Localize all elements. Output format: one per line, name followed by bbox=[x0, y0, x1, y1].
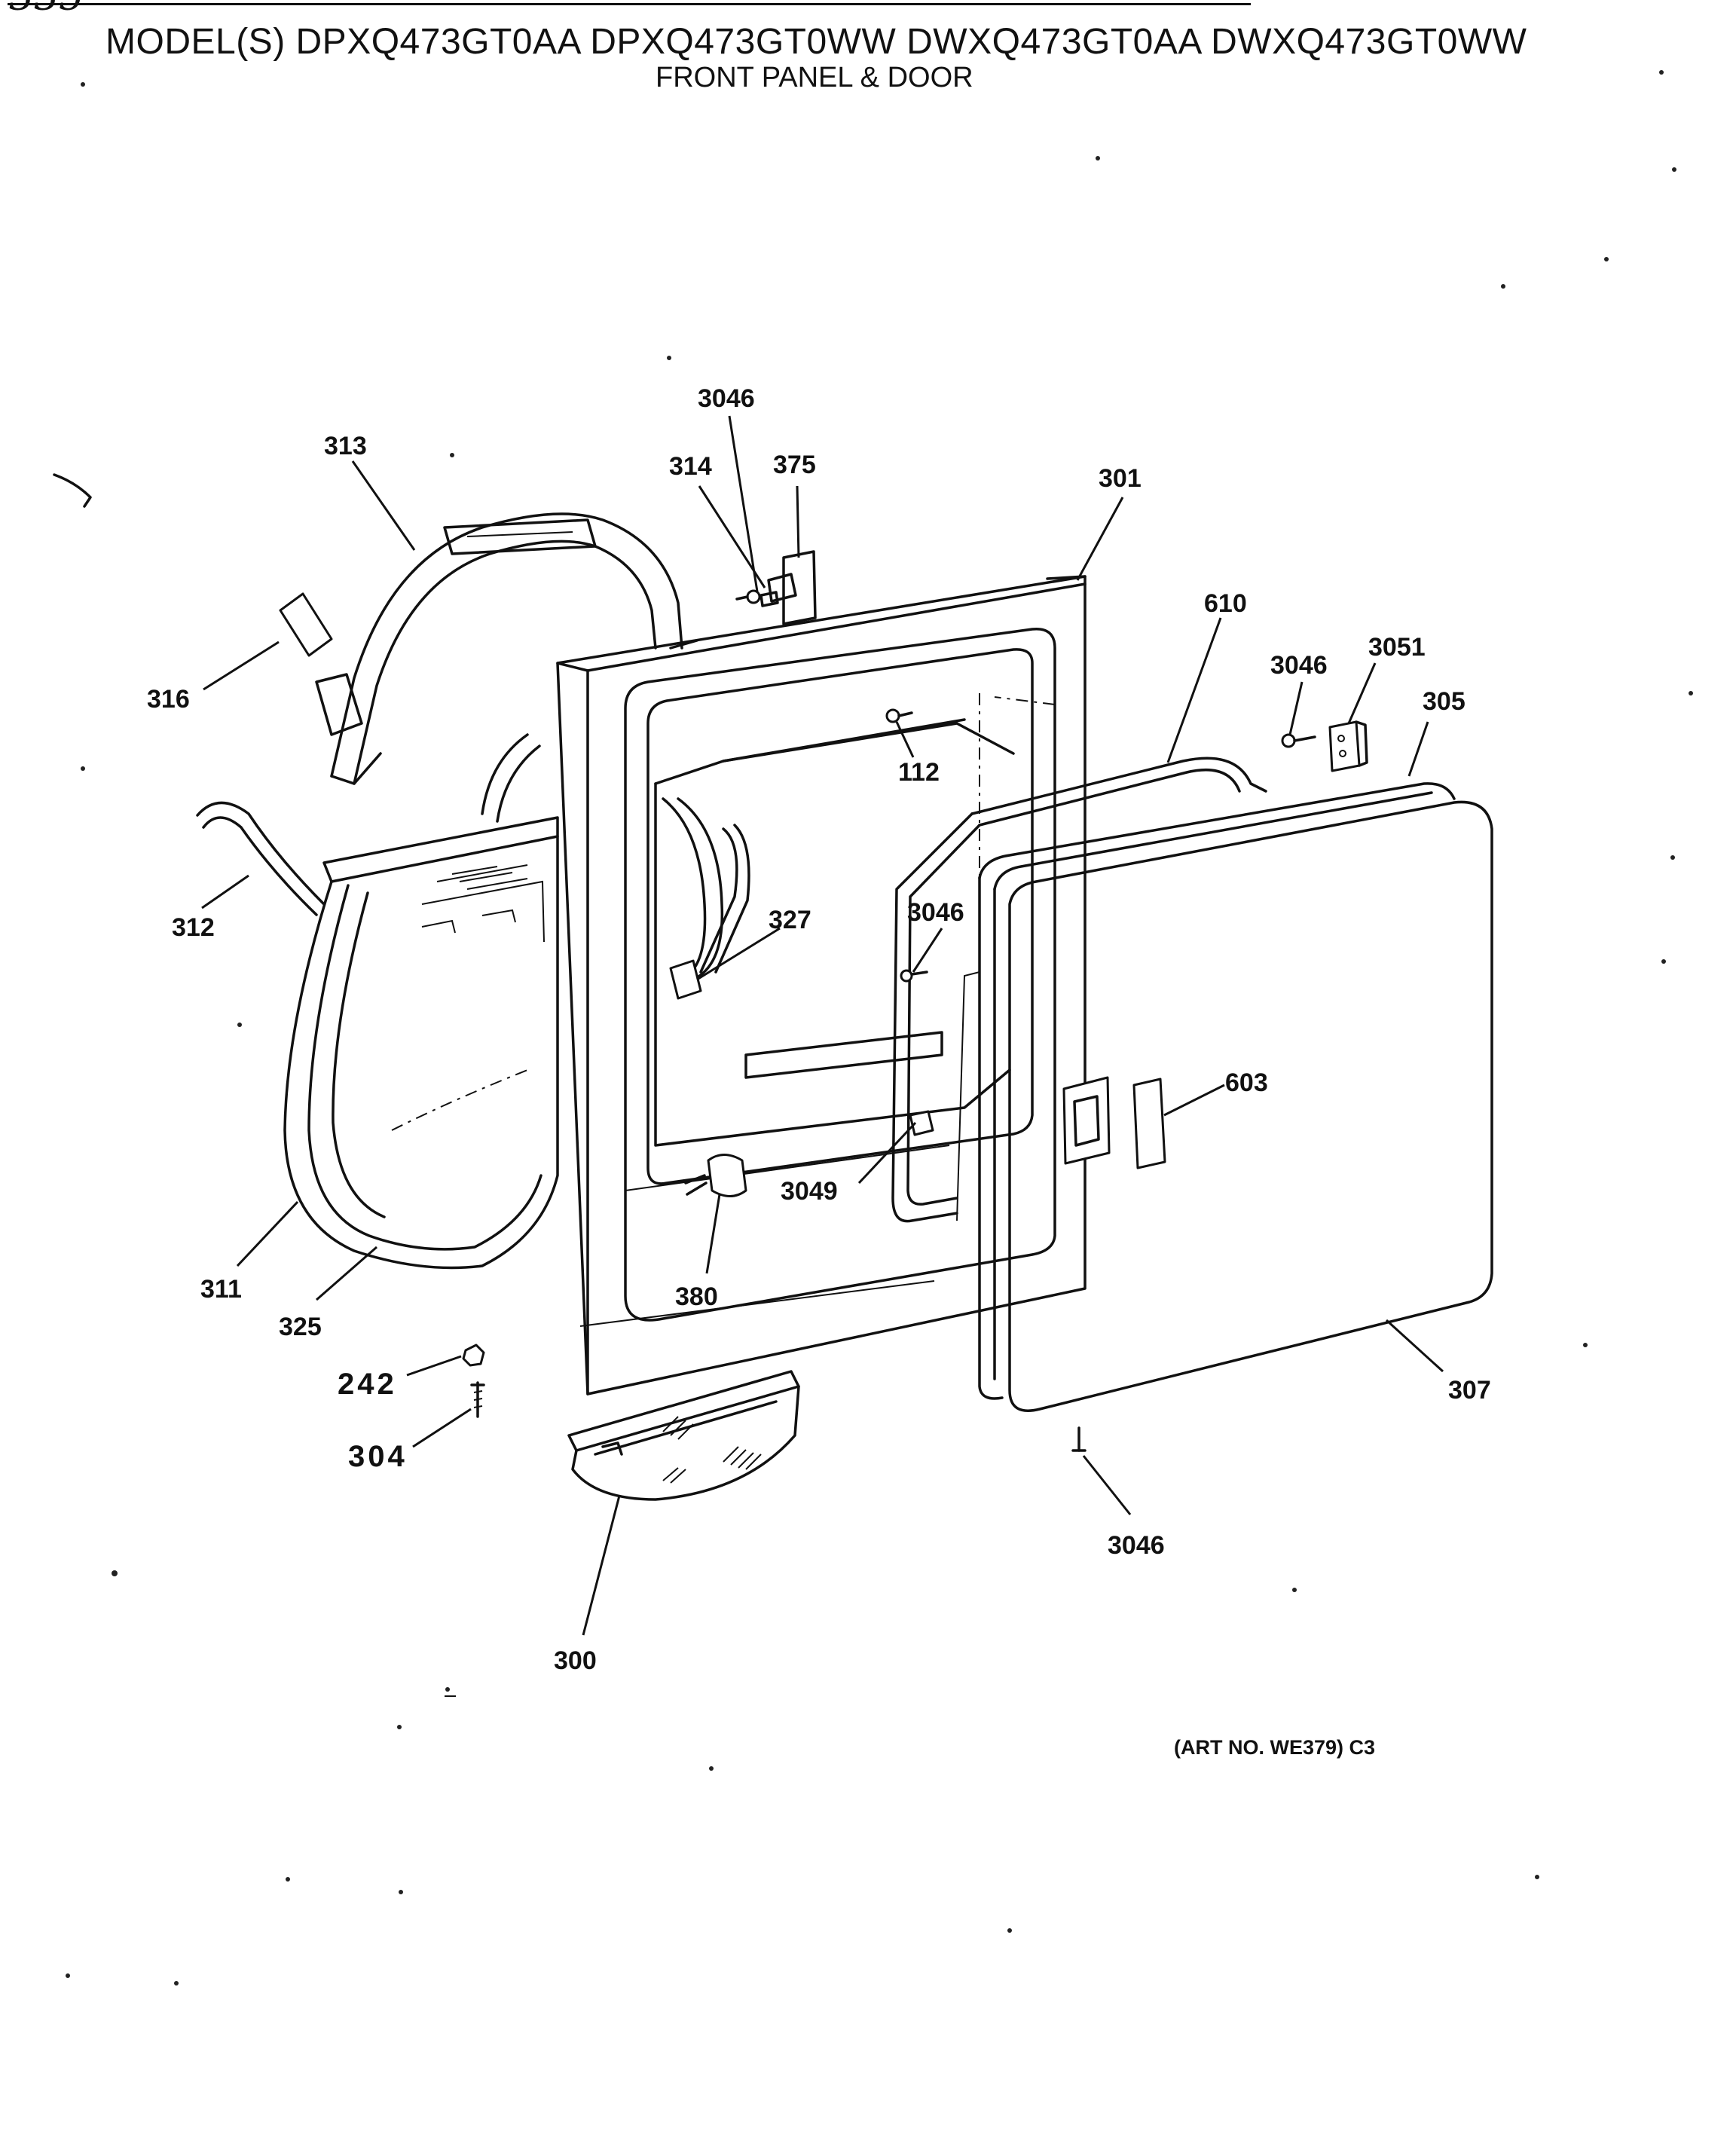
leader-314 bbox=[698, 485, 766, 588]
leader-3046-hinge bbox=[1288, 681, 1304, 735]
leader-312 bbox=[201, 874, 249, 909]
callout-327: 327 bbox=[769, 906, 811, 934]
callout-325: 325 bbox=[279, 1313, 322, 1341]
leader-3046-bottom bbox=[1082, 1455, 1132, 1515]
leader-242 bbox=[406, 1355, 462, 1377]
leader-311 bbox=[236, 1200, 299, 1267]
part-313-drum-bracket bbox=[315, 512, 698, 785]
leader-307 bbox=[1385, 1319, 1444, 1373]
callout-112: 112 bbox=[898, 758, 940, 787]
leader-3051 bbox=[1347, 662, 1377, 724]
part-314-375-switch bbox=[760, 550, 817, 625]
leader-112 bbox=[895, 721, 915, 758]
leader-3049 bbox=[857, 1121, 917, 1185]
leader-301 bbox=[1076, 497, 1124, 581]
leader-380 bbox=[705, 1194, 721, 1274]
leader-300 bbox=[582, 1495, 621, 1636]
part-301-front-panel bbox=[556, 575, 1087, 1396]
art-number: (ART NO. WE379) C3 bbox=[1174, 1736, 1376, 1759]
callout-314: 314 bbox=[669, 452, 712, 481]
leader-3046-top bbox=[728, 415, 759, 592]
callout-304: 304 bbox=[348, 1440, 408, 1473]
callout-610: 610 bbox=[1204, 589, 1247, 618]
part-242-nut bbox=[462, 1344, 485, 1367]
leader-313 bbox=[351, 460, 416, 551]
section-subtitle: FRONT PANEL & DOOR bbox=[656, 62, 973, 93]
leader-316 bbox=[203, 640, 280, 691]
callout-3046-top: 3046 bbox=[698, 384, 755, 413]
part-316-pad bbox=[279, 592, 333, 657]
part-311-bulkhead bbox=[283, 816, 559, 1270]
model-title: MODEL(S) DPXQ473GT0AA DPXQ473GT0WW DWXQ4… bbox=[105, 22, 1527, 62]
callout-312: 312 bbox=[172, 913, 215, 942]
callout-3051: 3051 bbox=[1368, 633, 1426, 662]
leader-610 bbox=[1166, 617, 1222, 763]
part-380-connector bbox=[684, 1154, 747, 1197]
callout-316: 316 bbox=[147, 685, 190, 714]
part-3046-bottom-screw bbox=[1071, 1426, 1087, 1452]
callout-305: 305 bbox=[1423, 687, 1466, 716]
callout-242: 242 bbox=[338, 1368, 397, 1401]
callout-307: 307 bbox=[1448, 1376, 1491, 1405]
leader-305 bbox=[1407, 721, 1429, 777]
callout-301: 301 bbox=[1099, 464, 1142, 493]
part-312-seal bbox=[196, 733, 541, 916]
part-3049-catch bbox=[909, 1110, 934, 1136]
callout-3046-door: 3046 bbox=[907, 898, 964, 927]
leader-325 bbox=[316, 1246, 377, 1301]
part-327-bracket bbox=[662, 797, 750, 1000]
part-3046-top-screw bbox=[735, 589, 761, 604]
leader-304 bbox=[412, 1408, 472, 1448]
part-300-kick-panel bbox=[567, 1370, 800, 1501]
callout-labels: 3046 313 314 375 301 610 3046 3051 305 3… bbox=[147, 384, 1491, 1675]
callout-603: 603 bbox=[1225, 1068, 1268, 1097]
part-3051-hinge bbox=[1281, 720, 1368, 772]
leader-lines bbox=[201, 415, 1444, 1636]
callout-300: 300 bbox=[554, 1646, 597, 1675]
scan-specks bbox=[53, 70, 1693, 1986]
callout-375: 375 bbox=[773, 451, 816, 479]
callout-311: 311 bbox=[200, 1275, 242, 1304]
part-3046-door-screw bbox=[900, 969, 928, 983]
leader-375 bbox=[796, 485, 800, 558]
callout-380: 380 bbox=[675, 1282, 718, 1311]
leader-327 bbox=[696, 927, 781, 981]
callout-3046-bottom: 3046 bbox=[1108, 1531, 1165, 1560]
part-304-screw bbox=[470, 1381, 485, 1418]
header-rule bbox=[8, 3, 1251, 5]
leader-603 bbox=[1163, 1084, 1225, 1117]
part-305-307-door bbox=[956, 782, 1493, 1412]
callout-3049: 3049 bbox=[781, 1177, 838, 1206]
part-610-door-gasket bbox=[891, 757, 1267, 1223]
callout-3046-hinge: 3046 bbox=[1270, 651, 1328, 680]
part-112-screw bbox=[885, 708, 913, 723]
callout-313: 313 bbox=[324, 432, 367, 460]
leader-3046-door bbox=[912, 928, 943, 973]
